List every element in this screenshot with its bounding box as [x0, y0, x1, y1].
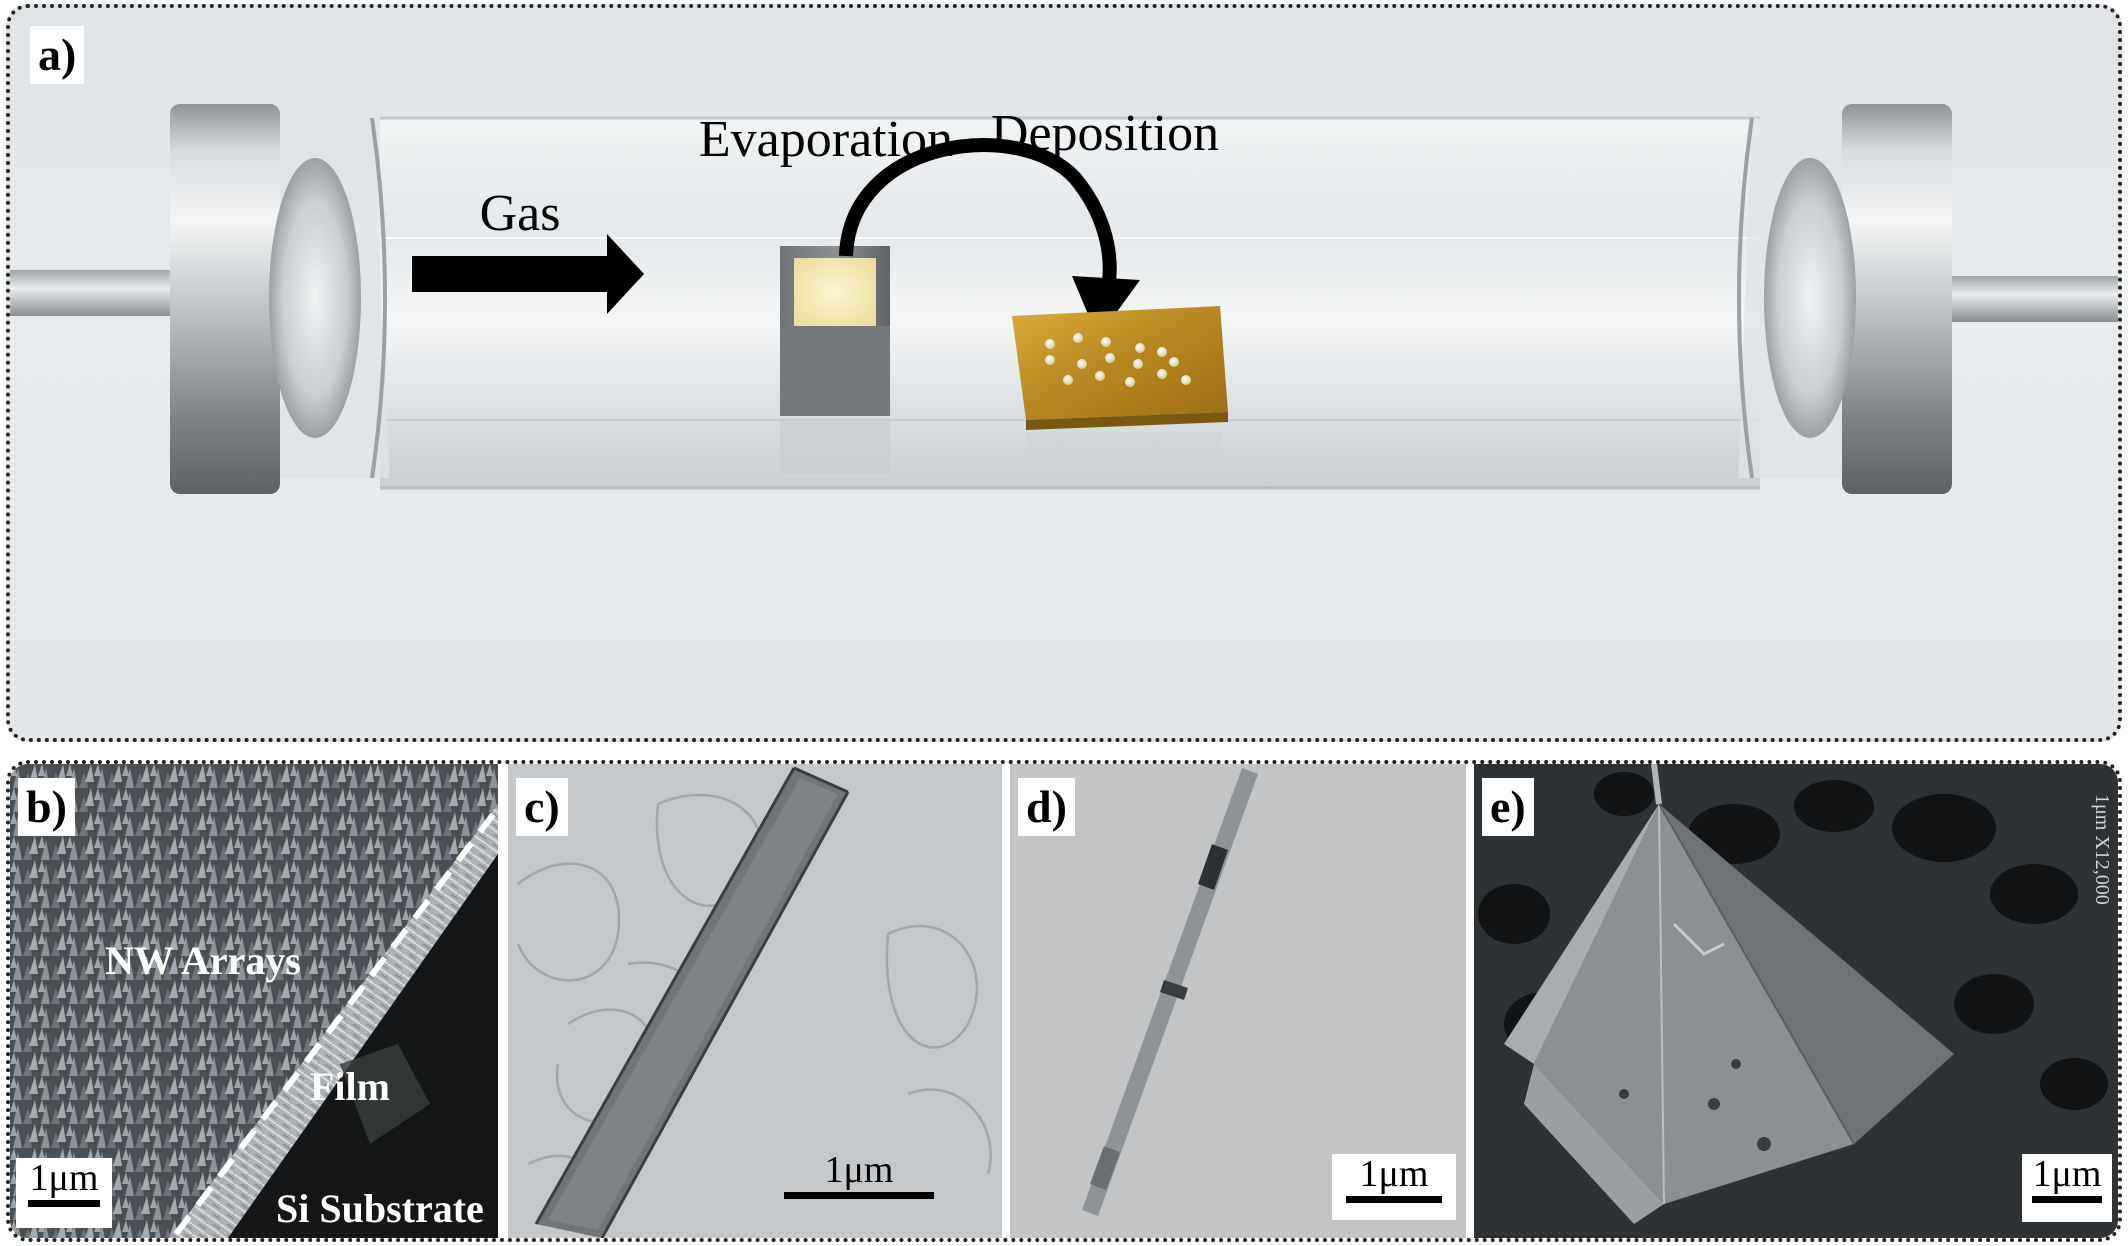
si-substrate-label: Si Substrate — [276, 1186, 484, 1231]
nanowire — [1082, 768, 1258, 1216]
cvd-furnace-illustration: Gas Evaporation Deposition — [10, 104, 2118, 494]
panel-e-scale-bar: 1μm — [2022, 1154, 2112, 1222]
panel-e-instrument-text: 1μm X12,000 — [2091, 794, 2113, 905]
nw-arrays-region — [10, 764, 498, 1238]
panel-b-label: b) — [18, 778, 75, 836]
panel-a-cvd-schematic: Gas Evaporation Deposition — [6, 4, 2122, 742]
panel-a-label: a) — [30, 26, 85, 84]
right-gas-outlet-rod — [1950, 276, 2118, 322]
pyramid-microcrystal — [1504, 764, 1954, 1224]
panel-e-scale-text: 1μm — [2032, 1153, 2102, 1195]
deposition-arrowhead — [1072, 276, 1140, 338]
panel-c-label: c) — [516, 778, 568, 836]
panel-d-scale-bar: 1μm — [1332, 1154, 1456, 1220]
panel-e-sem-image: 1μm X12,000 e) 1μm — [1474, 764, 2118, 1238]
catalyst-particles — [1045, 333, 1191, 387]
panel-b-sem-image: NW Arrays Film Si Substrate b) 1μm — [10, 764, 498, 1238]
evaporation-deposition-arrow — [839, 138, 1117, 292]
panel-b-scale-text: 1μm — [29, 1157, 99, 1199]
panel-c-scale-text: 1μm — [824, 1149, 894, 1191]
deposition-label: Deposition — [991, 105, 1219, 162]
panel-c-scale-line — [784, 1192, 934, 1199]
panel-bcde-micrographs: NW Arrays Film Si Substrate b) 1μm — [6, 760, 2122, 1242]
right-end-disc — [1764, 158, 1856, 438]
panel-c-tem-image: c) 1μm — [508, 764, 1002, 1238]
panel-e-scale-line — [2032, 1196, 2102, 1203]
panel-d-scale-text: 1μm — [1359, 1153, 1429, 1195]
panel-b-scale-line — [28, 1200, 100, 1207]
gas-flow-arrow — [412, 234, 644, 314]
holey-membrane-background — [1478, 772, 2108, 1110]
left-end-flange — [170, 104, 280, 494]
gas-label: Gas — [480, 185, 561, 242]
si-substrate-region — [228, 854, 498, 1238]
panel-b-scale-bar: 1μm — [16, 1158, 112, 1228]
nw-arrays-label: NW Arrays — [105, 938, 301, 983]
right-end-flange — [1842, 104, 1952, 494]
left-end-disc — [269, 158, 361, 438]
left-gas-inlet-rod — [10, 270, 180, 316]
panel-d-tem-image: d) 1μm — [1010, 764, 1466, 1238]
evaporation-label: Evaporation — [699, 111, 953, 168]
panel-d-label: d) — [1018, 778, 1075, 836]
film-label: Film — [310, 1064, 390, 1109]
panel-e-label: e) — [1482, 778, 1534, 836]
panel-c-scale-bar: 1μm — [766, 1150, 952, 1214]
interface-dashed-line — [173, 806, 498, 1236]
evaporation-source-material — [794, 258, 876, 326]
gold-substrate — [1012, 306, 1228, 420]
nanobelt — [534, 766, 850, 1238]
panel-d-scale-line — [1346, 1196, 1442, 1203]
